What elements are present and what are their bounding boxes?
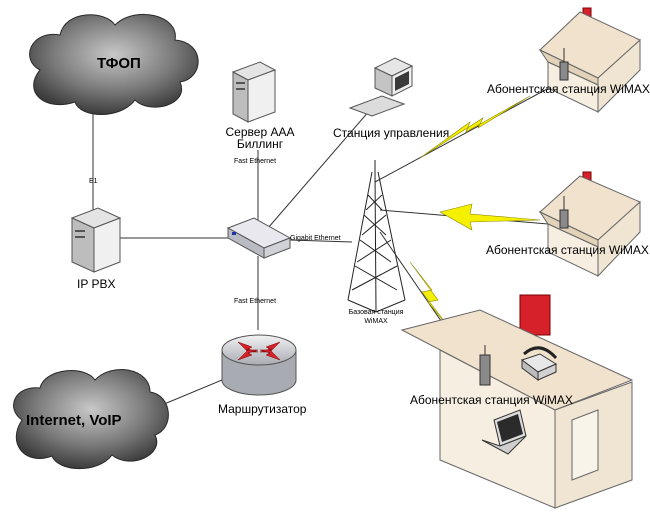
ip-pbx-server-icon <box>70 207 122 273</box>
ip-pbx-label: IP PBX <box>77 277 116 291</box>
link-label-fast-ethernet-top: Fast Ethernet <box>234 158 277 165</box>
subscriber-1-label: Абонентская станция WiMAX <box>487 82 650 96</box>
network-switch-icon <box>226 217 292 259</box>
link-label-e1: E1 <box>89 178 98 185</box>
aaa-server-icon <box>231 61 277 123</box>
aaa-server-label: Сервер ААА Биллинг <box>215 126 305 150</box>
link-switch-control <box>267 109 371 229</box>
link-switch-tower <box>289 239 353 243</box>
aaa-server-label-line1: Сервер ААА <box>225 125 295 139</box>
router-label: Маршрутизатор <box>218 402 307 416</box>
link-label-gigabit-ethernet: Gigabit Ethernet <box>290 235 341 242</box>
house-antenna-icon <box>538 7 641 114</box>
base-station-label-line2: WiMAX <box>364 318 388 325</box>
subscriber-2-label: Абонентская станция WiMAX <box>486 243 649 257</box>
link-label-fast-ethernet-bottom: Fast Ethernet <box>234 298 277 305</box>
control-station-label: Станция управления <box>333 126 450 140</box>
lightning-icon <box>439 203 541 231</box>
internet-cloud-icon <box>13 369 169 470</box>
subscriber-3-label: Абонентская станция WiMAX <box>410 393 573 407</box>
aaa-server-label-line2: Биллинг <box>236 137 284 151</box>
base-station-label: Базовая станция WiMAX <box>338 308 414 326</box>
lightning-icon <box>419 95 531 159</box>
telephone-icon <box>520 346 558 381</box>
control-station-computer-icon <box>348 57 414 117</box>
house-antenna-icon <box>538 171 641 278</box>
base-station-label-line1: Базовая станция <box>348 309 404 316</box>
router-icon <box>221 334 297 396</box>
link-tower-sub1 <box>374 81 561 183</box>
internet-label: Internet, VoIP <box>26 412 122 429</box>
pstn-label: ТФОП <box>97 55 141 72</box>
laptop-icon <box>481 409 527 455</box>
pstn-cloud-icon <box>29 13 199 115</box>
radio-tower-icon <box>347 160 406 313</box>
